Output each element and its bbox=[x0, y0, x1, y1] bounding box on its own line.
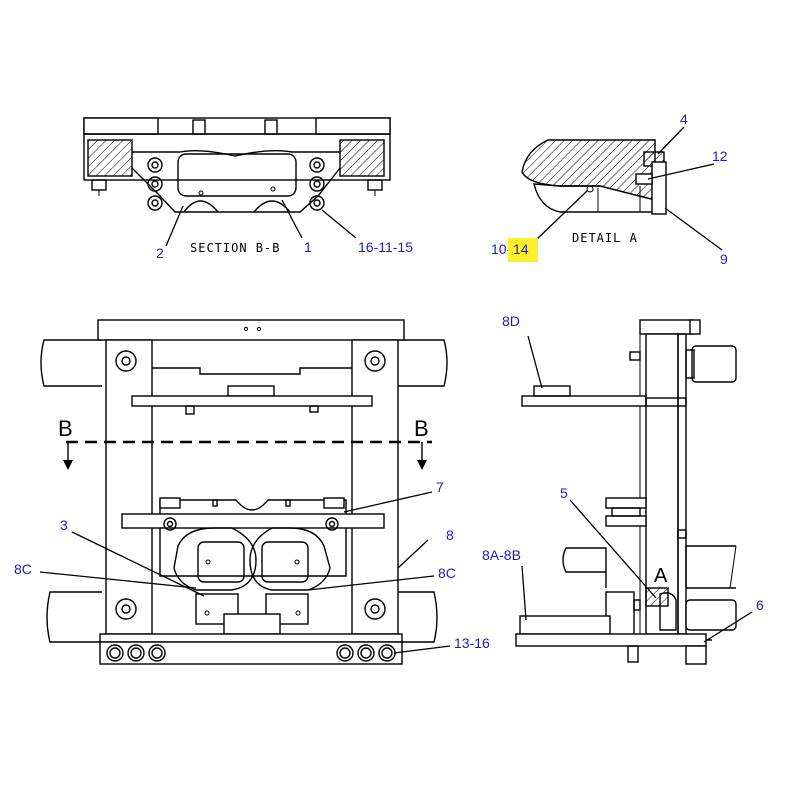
front-view bbox=[40, 319, 448, 665]
callout-5[interactable]: 5 bbox=[560, 485, 568, 501]
callout-10-prefix[interactable]: 10- bbox=[491, 241, 512, 257]
callout-14-highlighted[interactable]: 14 bbox=[513, 241, 529, 257]
callout-8[interactable]: 8 bbox=[446, 527, 454, 543]
section-b-b-caption: SECTION B-B bbox=[190, 241, 280, 255]
callout-12[interactable]: 12 bbox=[712, 148, 728, 164]
callout-4[interactable]: 4 bbox=[680, 111, 688, 127]
callout-7[interactable]: 7 bbox=[436, 479, 444, 495]
callout-3[interactable]: 3 bbox=[60, 517, 68, 533]
callout-8a-8b[interactable]: 8A-8B bbox=[482, 547, 521, 563]
callout-8c-left[interactable]: 8C bbox=[14, 561, 32, 577]
detail-marker: A bbox=[654, 565, 668, 587]
callout-13-16[interactable]: 13-16 bbox=[454, 635, 490, 651]
callout-6[interactable]: 6 bbox=[756, 597, 764, 613]
section-b-b-view bbox=[83, 117, 391, 213]
section-marker-left: B bbox=[58, 416, 73, 441]
highlight-marker bbox=[508, 238, 538, 262]
callout-8c-right[interactable]: 8C bbox=[438, 565, 456, 581]
callout-2[interactable]: 2 bbox=[156, 245, 164, 261]
callout-16-11-15[interactable]: 16-11-15 bbox=[358, 239, 413, 255]
side-view bbox=[515, 319, 737, 665]
detail-a-view bbox=[521, 139, 667, 215]
detail-a-caption: DETAIL A bbox=[572, 231, 638, 245]
section-marker-right: B bbox=[414, 416, 429, 441]
section-cut-line bbox=[63, 440, 432, 470]
callout-9[interactable]: 9 bbox=[720, 251, 728, 267]
callout-8d[interactable]: 8D bbox=[502, 313, 520, 329]
callout-1[interactable]: 1 bbox=[304, 239, 312, 255]
